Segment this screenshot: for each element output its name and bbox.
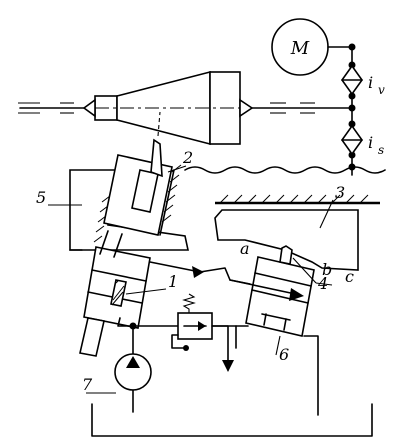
gear-pair-v: i v xyxy=(341,64,385,97)
gear-s-subscript: s xyxy=(378,143,384,157)
label-2: 2 xyxy=(182,148,193,167)
label-7: 7 xyxy=(82,375,93,394)
gear-s-label: i xyxy=(368,133,373,152)
gear-pair-s: i s xyxy=(341,124,384,157)
label-b: b xyxy=(322,260,332,279)
label-6: 6 xyxy=(279,345,289,364)
hydraulic-cylinder: 1 xyxy=(79,230,178,357)
workpiece xyxy=(82,70,254,146)
label-5: 5 xyxy=(36,188,46,207)
motor: M xyxy=(271,18,353,76)
motor-label: M xyxy=(290,38,310,59)
tool-holder: 2 xyxy=(103,111,193,236)
tracer-valve: 4 6 xyxy=(245,245,333,364)
oil-tank xyxy=(91,403,373,437)
label-a: a xyxy=(240,239,250,258)
gear-v-subscript: v xyxy=(378,83,385,97)
label-1: 1 xyxy=(168,272,178,291)
cross-slide: 5 xyxy=(36,164,189,251)
hydraulic-lines xyxy=(117,261,319,416)
gear-v-label: i xyxy=(368,73,373,92)
template: 3 a b c xyxy=(214,183,380,286)
label-3: 3 xyxy=(335,183,345,202)
hydraulic-pump: 7 xyxy=(82,353,152,413)
surface-profile-line xyxy=(184,166,386,174)
label-c: c xyxy=(345,267,354,286)
